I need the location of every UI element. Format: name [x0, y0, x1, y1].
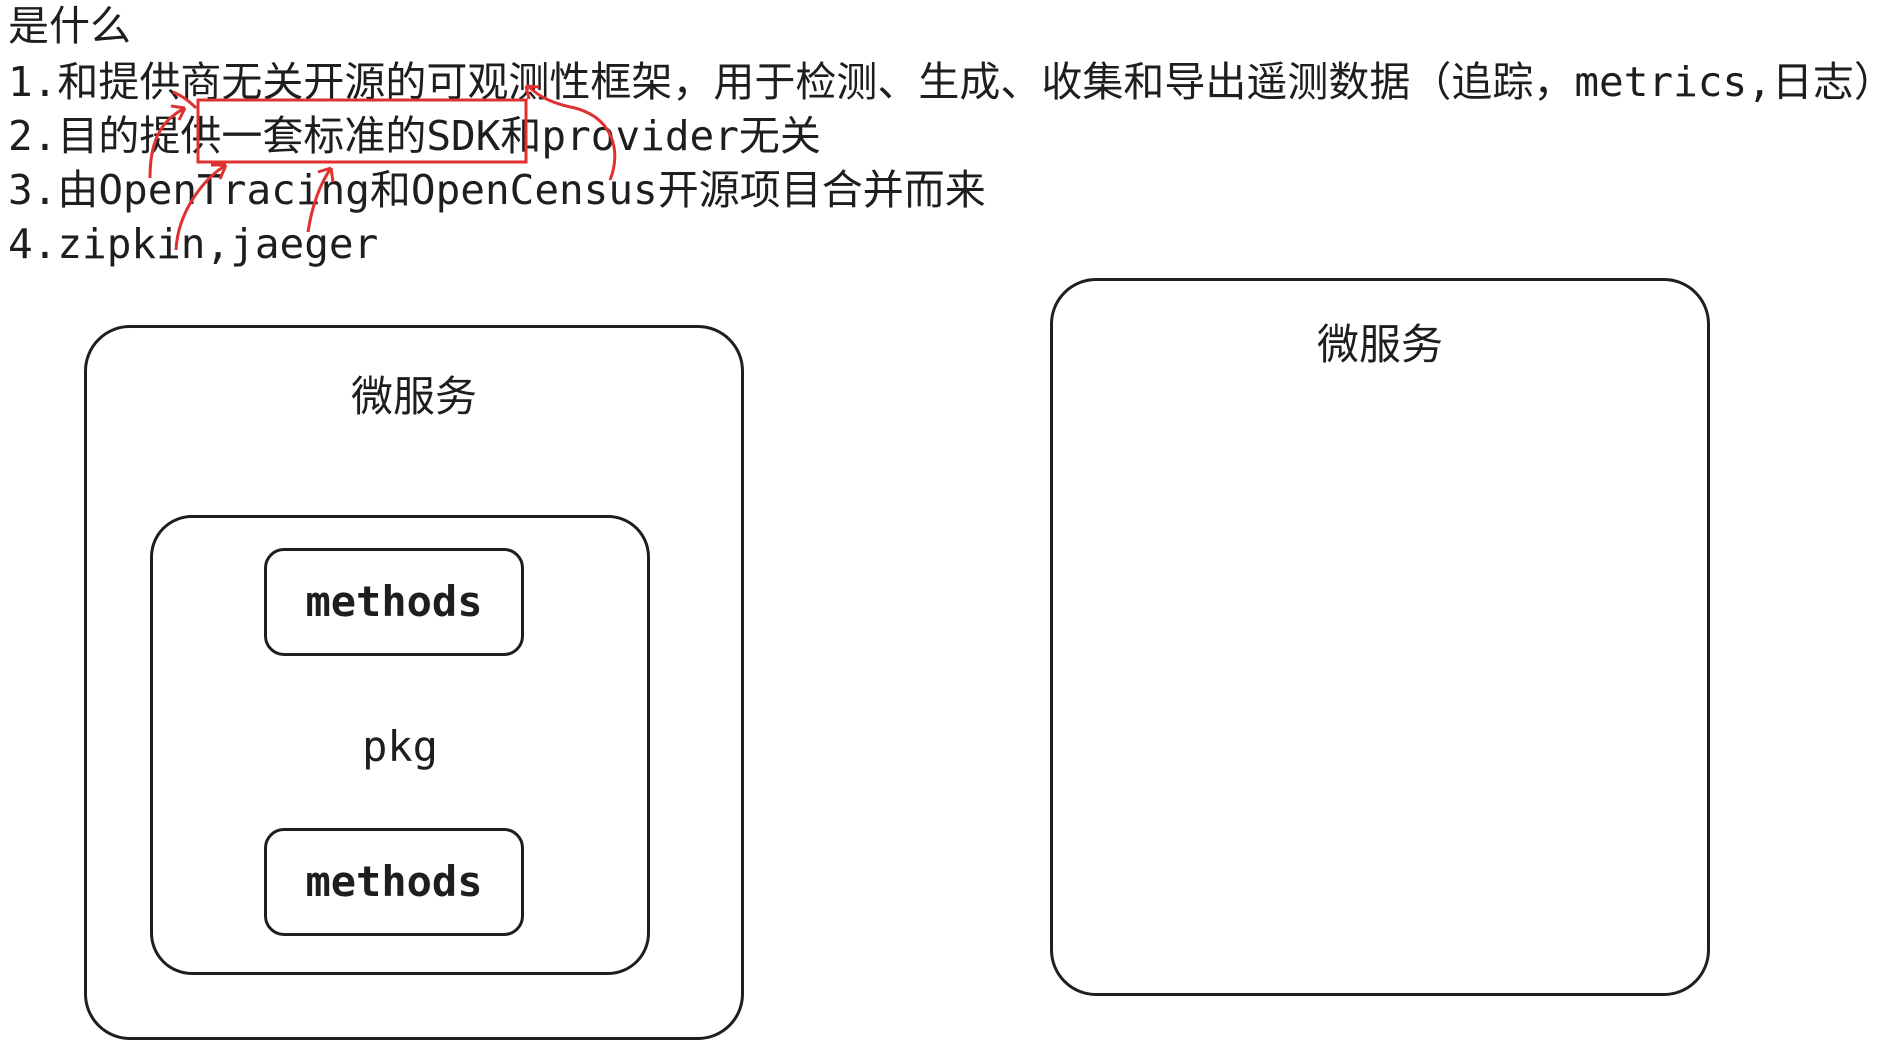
methods-box-1[interactable]: [264, 548, 524, 656]
methods-box-2[interactable]: [264, 828, 524, 936]
microservice-right-title: 微服务: [1316, 320, 1443, 369]
methods-label-1: methods: [305, 577, 483, 626]
note-line-2: 2.目的提供一套标准的SDK和provider无关: [8, 112, 821, 160]
note-line-1: 1.和提供商无关开源的可观测性框架，用于检测、生成、收集和导出遥测数据（追踪，m…: [8, 58, 1895, 106]
note-line-4: 4.zipkin,jaeger: [8, 220, 379, 268]
note-line-3: 3.由OpenTracing和OpenCensus开源项目合并而来: [8, 166, 986, 214]
pkg-label: pkg: [362, 722, 438, 771]
notes-heading: 是什么: [8, 2, 131, 50]
microservice-box-left[interactable]: [84, 325, 744, 1040]
pkg-box[interactable]: [150, 515, 650, 975]
microservice-left-title: 微服务: [350, 372, 477, 421]
microservice-box-right[interactable]: [1050, 278, 1710, 996]
methods-label-2: methods: [305, 857, 483, 906]
